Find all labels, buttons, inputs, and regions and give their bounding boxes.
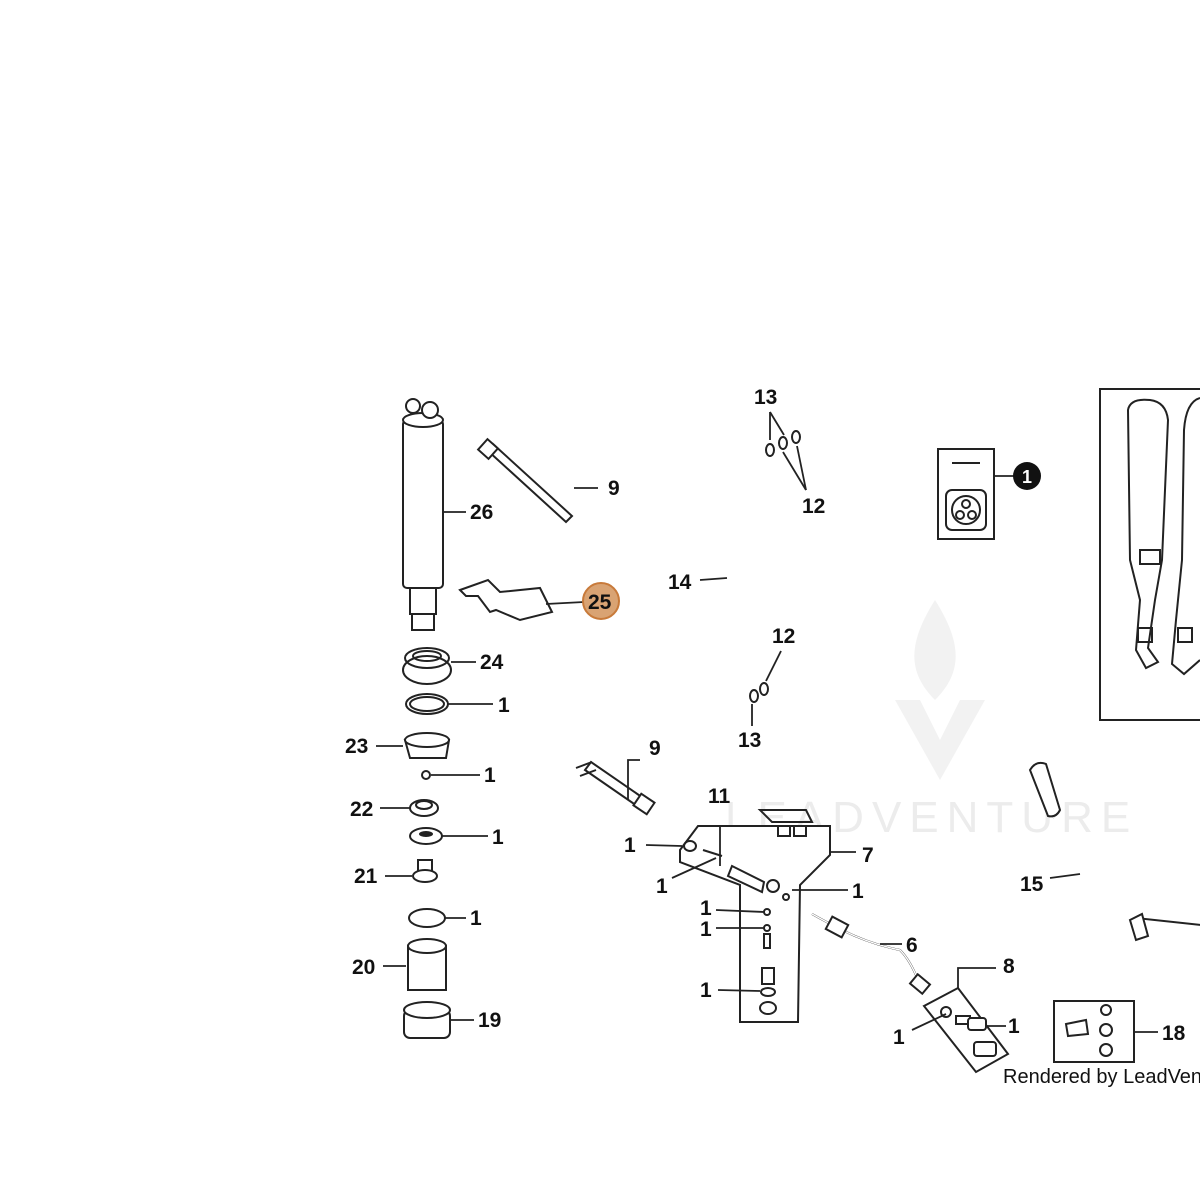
callout-1f[interactable]: 1 xyxy=(656,875,668,898)
callout-1h[interactable]: 1 xyxy=(700,897,712,920)
kit-marker xyxy=(1013,462,1041,490)
callout-12a[interactable]: 12 xyxy=(802,495,825,518)
callout-20[interactable]: 20 xyxy=(352,956,375,979)
render-credit: Rendered by LeadVenture xyxy=(1003,1066,1200,1088)
callout-1-kit[interactable]: 1 xyxy=(1022,467,1032,487)
callout-25-highlight xyxy=(582,582,620,620)
callout-9b[interactable]: 9 xyxy=(649,737,661,760)
callout-13a[interactable]: 13 xyxy=(754,386,777,409)
callout-15[interactable]: 15 xyxy=(1020,873,1044,896)
callout-23[interactable]: 23 xyxy=(345,735,368,758)
callout-1b[interactable]: 1 xyxy=(484,764,496,787)
part-1-oring-b[interactable] xyxy=(408,908,446,928)
part-1-oring-a[interactable] xyxy=(405,693,449,715)
part-1-ball[interactable] xyxy=(421,770,431,780)
part-15-pump-lever[interactable] xyxy=(1028,761,1200,949)
part-14-tube[interactable] xyxy=(725,458,770,704)
part-19-collar[interactable] xyxy=(403,1001,451,1039)
callout-26[interactable]: 26 xyxy=(470,501,493,524)
callout-9a[interactable]: 9 xyxy=(608,477,620,500)
callout-11[interactable]: 11 xyxy=(708,785,731,808)
part-24-nut[interactable] xyxy=(402,647,452,685)
part-13-12-orings-top[interactable] xyxy=(765,430,801,457)
callout-12b[interactable]: 12 xyxy=(772,625,795,648)
callout-18[interactable]: 18 xyxy=(1162,1022,1186,1045)
callout-19[interactable]: 19 xyxy=(478,1009,501,1032)
callout-1d[interactable]: 1 xyxy=(470,907,482,930)
callout-1g[interactable]: 1 xyxy=(852,880,864,903)
part-harness-straps[interactable] xyxy=(1099,388,1200,721)
callout-1e[interactable]: 1 xyxy=(624,834,636,857)
callout-22[interactable]: 22 xyxy=(350,798,373,821)
part-8-valve-plate[interactable] xyxy=(922,986,1010,1074)
callout-14[interactable]: 14 xyxy=(668,571,692,594)
part-13-12-orings-bottom[interactable] xyxy=(749,682,769,703)
part-9-rod-upper[interactable] xyxy=(476,437,574,524)
callout-7[interactable]: 7 xyxy=(862,844,874,867)
callout-8[interactable]: 8 xyxy=(1003,955,1015,978)
part-1-washer[interactable] xyxy=(409,827,443,845)
part-7-handle-body[interactable] xyxy=(679,809,831,1023)
part-22-spring-nut[interactable] xyxy=(409,799,439,817)
part-26-pump-cylinder[interactable] xyxy=(402,398,444,631)
watermark-logo xyxy=(895,600,985,780)
part-1-instruction-card[interactable] xyxy=(937,448,995,540)
part-20-cylinder-sleeve[interactable] xyxy=(407,938,447,991)
part-25-wrench[interactable] xyxy=(458,578,554,622)
callout-1a[interactable]: 1 xyxy=(498,694,510,717)
callout-21[interactable]: 21 xyxy=(354,865,378,888)
callout-1j[interactable]: 1 xyxy=(700,979,712,1002)
callout-1k[interactable]: 1 xyxy=(893,1026,905,1049)
callout-25[interactable]: 25 xyxy=(588,591,612,614)
part-9-rod-lower[interactable] xyxy=(575,760,656,816)
part-23-cup[interactable] xyxy=(403,732,451,759)
callout-13b[interactable]: 13 xyxy=(738,729,761,752)
callout-6[interactable]: 6 xyxy=(906,934,918,957)
part-6-hose[interactable] xyxy=(811,913,932,996)
callout-1i[interactable]: 1 xyxy=(700,918,712,941)
part-21-valve[interactable] xyxy=(412,859,438,883)
part-18-nozzle-kit[interactable] xyxy=(1053,1000,1135,1063)
callout-1l[interactable]: 1 xyxy=(1008,1015,1020,1038)
callout-24[interactable]: 24 xyxy=(480,651,504,674)
callout-1c[interactable]: 1 xyxy=(492,826,504,849)
